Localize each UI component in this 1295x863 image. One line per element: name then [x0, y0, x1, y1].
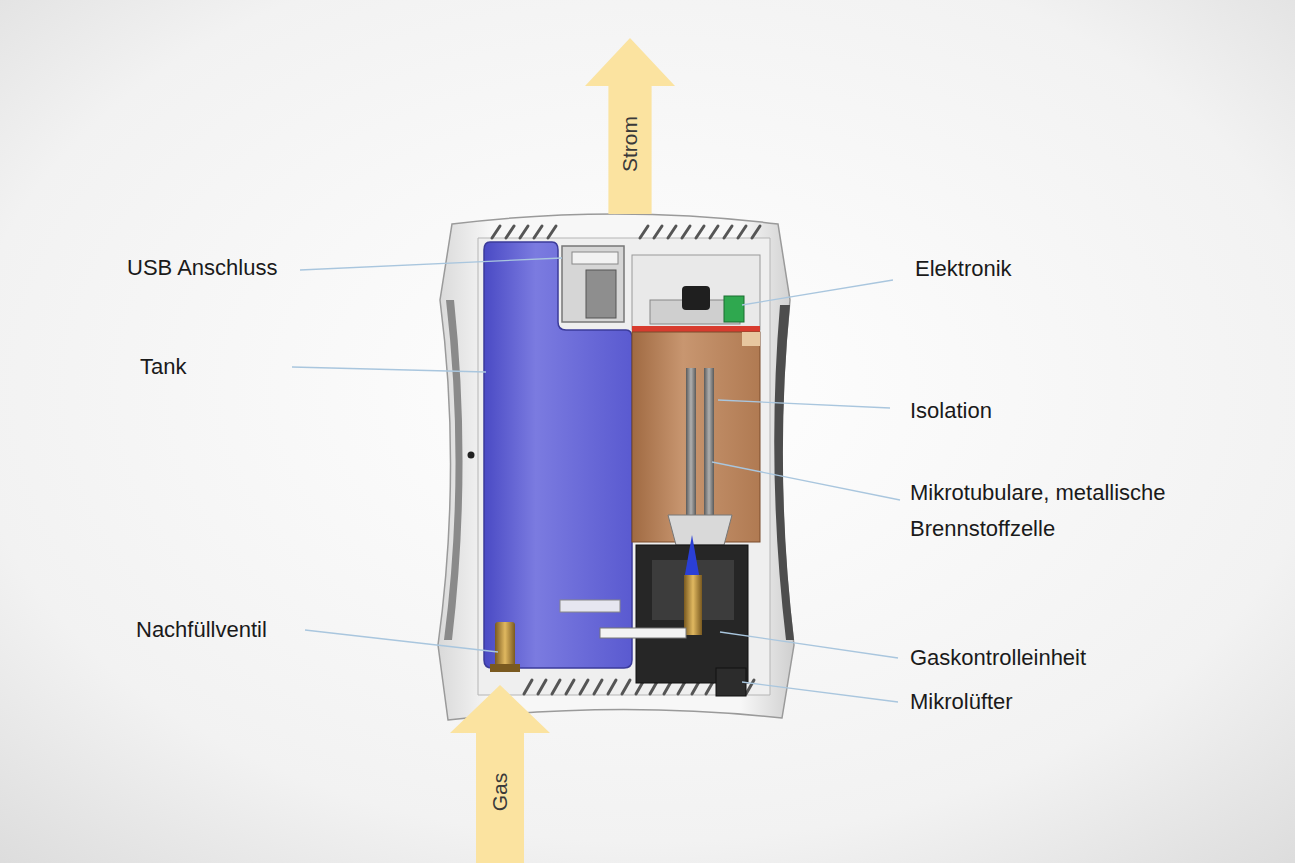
flow-label: Gas: [488, 773, 512, 812]
part-label: Mikrotubulare, metallische Brennstoffzel…: [910, 475, 1220, 547]
flow-label: Strom: [618, 116, 642, 172]
part-label: Elektronik: [915, 251, 1012, 287]
arrow-fill: [585, 38, 675, 214]
part-label: Gaskontrolleinheit: [910, 640, 1086, 676]
flow-arrow: Strom: [585, 38, 675, 214]
part-label: Isolation: [910, 393, 992, 429]
part-label: Mikrolüfter: [910, 684, 1013, 720]
part-label: Tank: [140, 349, 186, 385]
part-label: USB Anschluss: [127, 250, 277, 286]
arrow-fill: [450, 685, 550, 863]
part-label: Nachfüllventil: [136, 612, 267, 648]
flow-arrow: Gas: [450, 685, 550, 863]
